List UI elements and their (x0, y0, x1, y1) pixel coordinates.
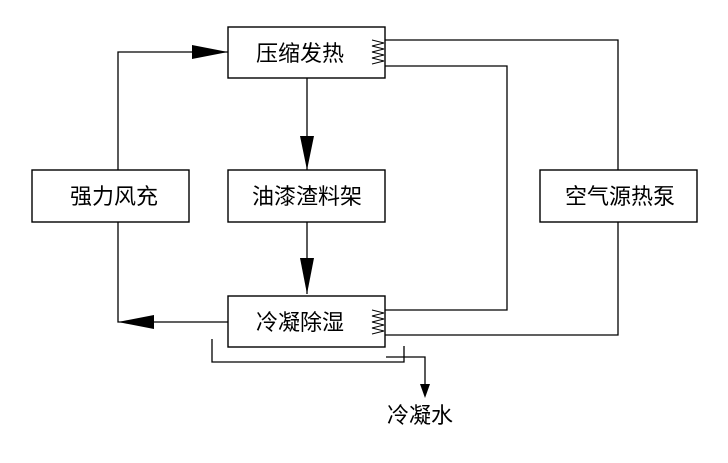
arrow-drain-down (420, 384, 430, 398)
label-fan: 强力风充 (70, 185, 158, 210)
arrowheads (118, 45, 430, 398)
coil-condense-icon (371, 309, 385, 335)
label-paint: 油漆渣料架 (252, 185, 362, 210)
coil-compress-icon (371, 39, 385, 65)
inner-loop-line (385, 65, 508, 311)
drain-tray (211, 339, 405, 363)
arrow-to-compress (192, 45, 228, 59)
box-pump (539, 169, 698, 223)
box-compress (227, 26, 386, 79)
label-compress: 压缩发热 (256, 42, 344, 67)
drain-pipe (386, 356, 426, 388)
label-water: 冷凝水 (387, 404, 453, 429)
label-condense: 冷凝除湿 (256, 311, 344, 336)
pump-loop-top (385, 39, 619, 170)
box-fan (31, 169, 190, 223)
arrow-to-paint (300, 136, 314, 170)
label-pump: 空气源热泵 (565, 185, 675, 210)
arrow-to-condense (300, 258, 314, 294)
pump-loop-bottom (385, 222, 619, 336)
box-condense (227, 295, 386, 348)
box-paint (227, 169, 386, 223)
arrow-to-left (118, 315, 154, 329)
